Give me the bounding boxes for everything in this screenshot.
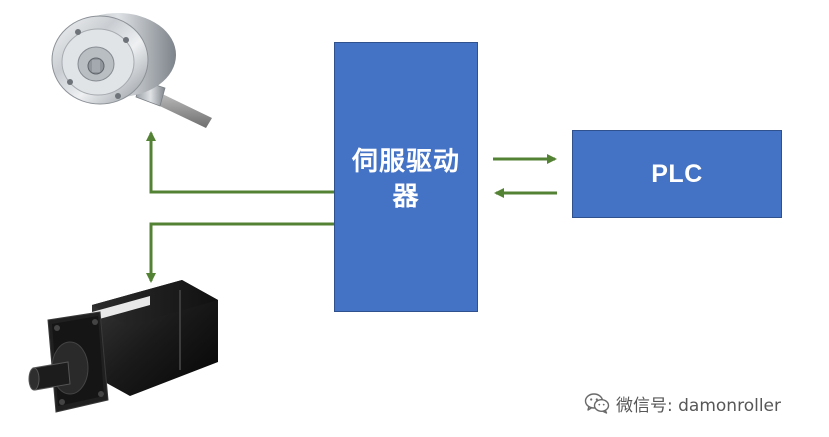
encoder-image: [51, 13, 212, 128]
motor-drive-line: [146, 222, 334, 283]
servo-driver-block: 伺服驱动器: [334, 42, 478, 312]
connection-lines: [146, 131, 557, 283]
servo-driver-label: 伺服驱动器: [351, 147, 460, 212]
wechat-icon: [584, 393, 610, 414]
watermark: 微信号: damonroller: [584, 390, 781, 416]
encoder-feedback-line: [146, 131, 334, 194]
plc-label: PLC: [651, 159, 703, 188]
plc-block: PLC: [572, 130, 782, 218]
servo-motor-image: [28, 280, 218, 413]
watermark-text: 微信号: damonroller: [616, 395, 781, 416]
